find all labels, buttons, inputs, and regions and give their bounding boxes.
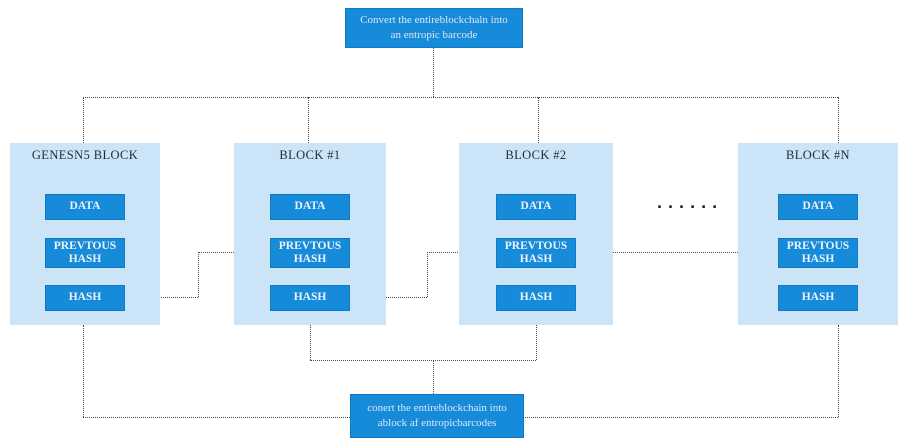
block-2-title: BLOCK #2 <box>505 148 567 162</box>
connector-blockn-down <box>838 325 839 417</box>
ellipsis-dots: ...... <box>655 194 722 212</box>
connector-elbow0 <box>198 252 199 297</box>
block-2-hash-box: HASH <box>496 285 576 311</box>
block-2-data-box: DATA <box>496 194 576 220</box>
connector-block2-to-blockn <box>576 252 778 253</box>
block-n-prevhash-box: PREVTOUS HASH <box>778 238 858 268</box>
block-n-hash-box: HASH <box>778 285 858 311</box>
connector-hash1-out <box>350 297 427 298</box>
block-genesis-data-box: DATA <box>45 194 125 220</box>
connector-drop-block2 <box>538 97 539 143</box>
top-note-text: Convert the entireblockchaln into an ent… <box>360 14 508 41</box>
connector-drop-genesis <box>83 97 84 143</box>
block-1-title: BLOCK #1 <box>279 148 341 162</box>
block-1-data-box: DATA <box>270 194 350 220</box>
block-1: BLOCK #1 DATA PREVTOUS HASH HASH <box>234 143 386 325</box>
block-genesis: GENESN5 BLOCK DATA PREVTOUS HASH HASH <box>10 143 160 325</box>
connector-block2-down <box>536 325 537 360</box>
connector-genesis-down <box>83 325 84 417</box>
block-1-hash-box: HASH <box>270 285 350 311</box>
block-genesis-prevhash-box: PREVTOUS HASH <box>45 238 125 268</box>
bottom-note-box: conert the entireblockchain into ablock … <box>350 394 524 438</box>
connector-bottom-mid-horizontal <box>310 360 536 361</box>
block-n-title: BLOCK #N <box>786 148 850 162</box>
connector-hash0-out <box>125 297 198 298</box>
connector-drop-block1 <box>308 97 309 143</box>
connector-top-horizontal <box>83 97 838 98</box>
block-n: BLOCK #N DATA PREVTOUS HASH HASH <box>738 143 898 325</box>
connector-bottombox-drop <box>433 360 434 394</box>
block-1-prevhash-box: PREVTOUS HASH <box>270 238 350 268</box>
block-genesis-title: GENESN5 BLOCK <box>31 148 139 162</box>
top-note-box: Convert the entireblockchaln into an ent… <box>345 8 523 48</box>
connector-block1-down <box>310 325 311 360</box>
block-n-data-box: DATA <box>778 194 858 220</box>
bottom-note-text: conert the entireblockchain into ablock … <box>367 402 507 429</box>
block-2-prevhash-box: PREVTOUS HASH <box>496 238 576 268</box>
connector-drop-blockn <box>838 97 839 143</box>
connector-topbox-drop <box>433 48 434 97</box>
block-genesis-hash-box: HASH <box>45 285 125 311</box>
block-2: BLOCK #2 DATA PREVTOUS HASH HASH <box>459 143 613 325</box>
connector-elbow1 <box>427 252 428 297</box>
